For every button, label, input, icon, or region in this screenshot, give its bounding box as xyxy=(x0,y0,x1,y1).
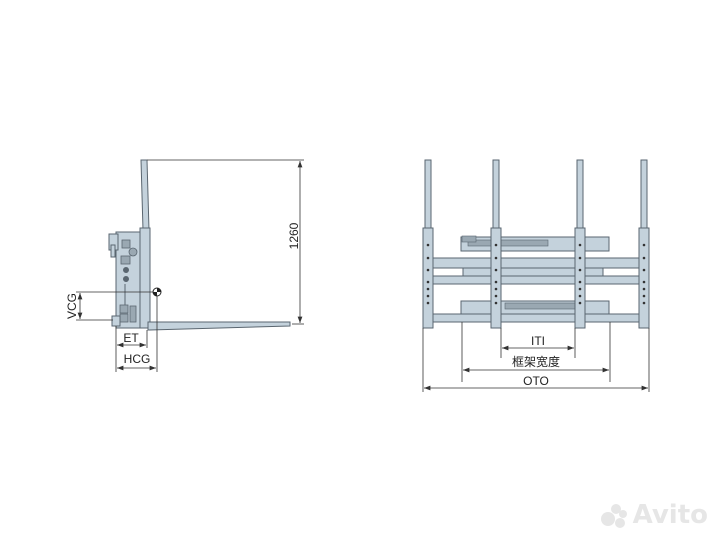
watermark-text: Avito xyxy=(632,500,708,530)
avito-watermark: Avito xyxy=(600,500,708,530)
adjustment-holes xyxy=(426,243,646,305)
hcg-label: HCG xyxy=(124,352,151,366)
vcg-label: VCG xyxy=(65,293,79,319)
frame-width-label: 框架宽度 xyxy=(512,354,560,369)
fork-2 xyxy=(490,159,502,329)
avito-logo-icon xyxy=(600,503,631,528)
fork-4 xyxy=(638,159,650,329)
fork-1 xyxy=(422,159,434,329)
height-dimension-label: 1260 xyxy=(287,222,301,249)
et-label: ET xyxy=(123,331,139,345)
iti-label: ITI xyxy=(531,334,545,348)
side-view: 1260 VCG ET HCG xyxy=(65,159,304,372)
cg-marker xyxy=(152,287,162,297)
fork-heel xyxy=(139,227,151,329)
fork-shank xyxy=(140,159,150,231)
front-view: ITI 框架宽度 OTO xyxy=(422,159,650,392)
positioner-mechanism xyxy=(108,231,141,329)
carriage-frame xyxy=(430,235,642,323)
oto-label: OTO xyxy=(523,374,549,388)
fork-blade xyxy=(147,321,291,331)
fork-3 xyxy=(574,159,586,329)
